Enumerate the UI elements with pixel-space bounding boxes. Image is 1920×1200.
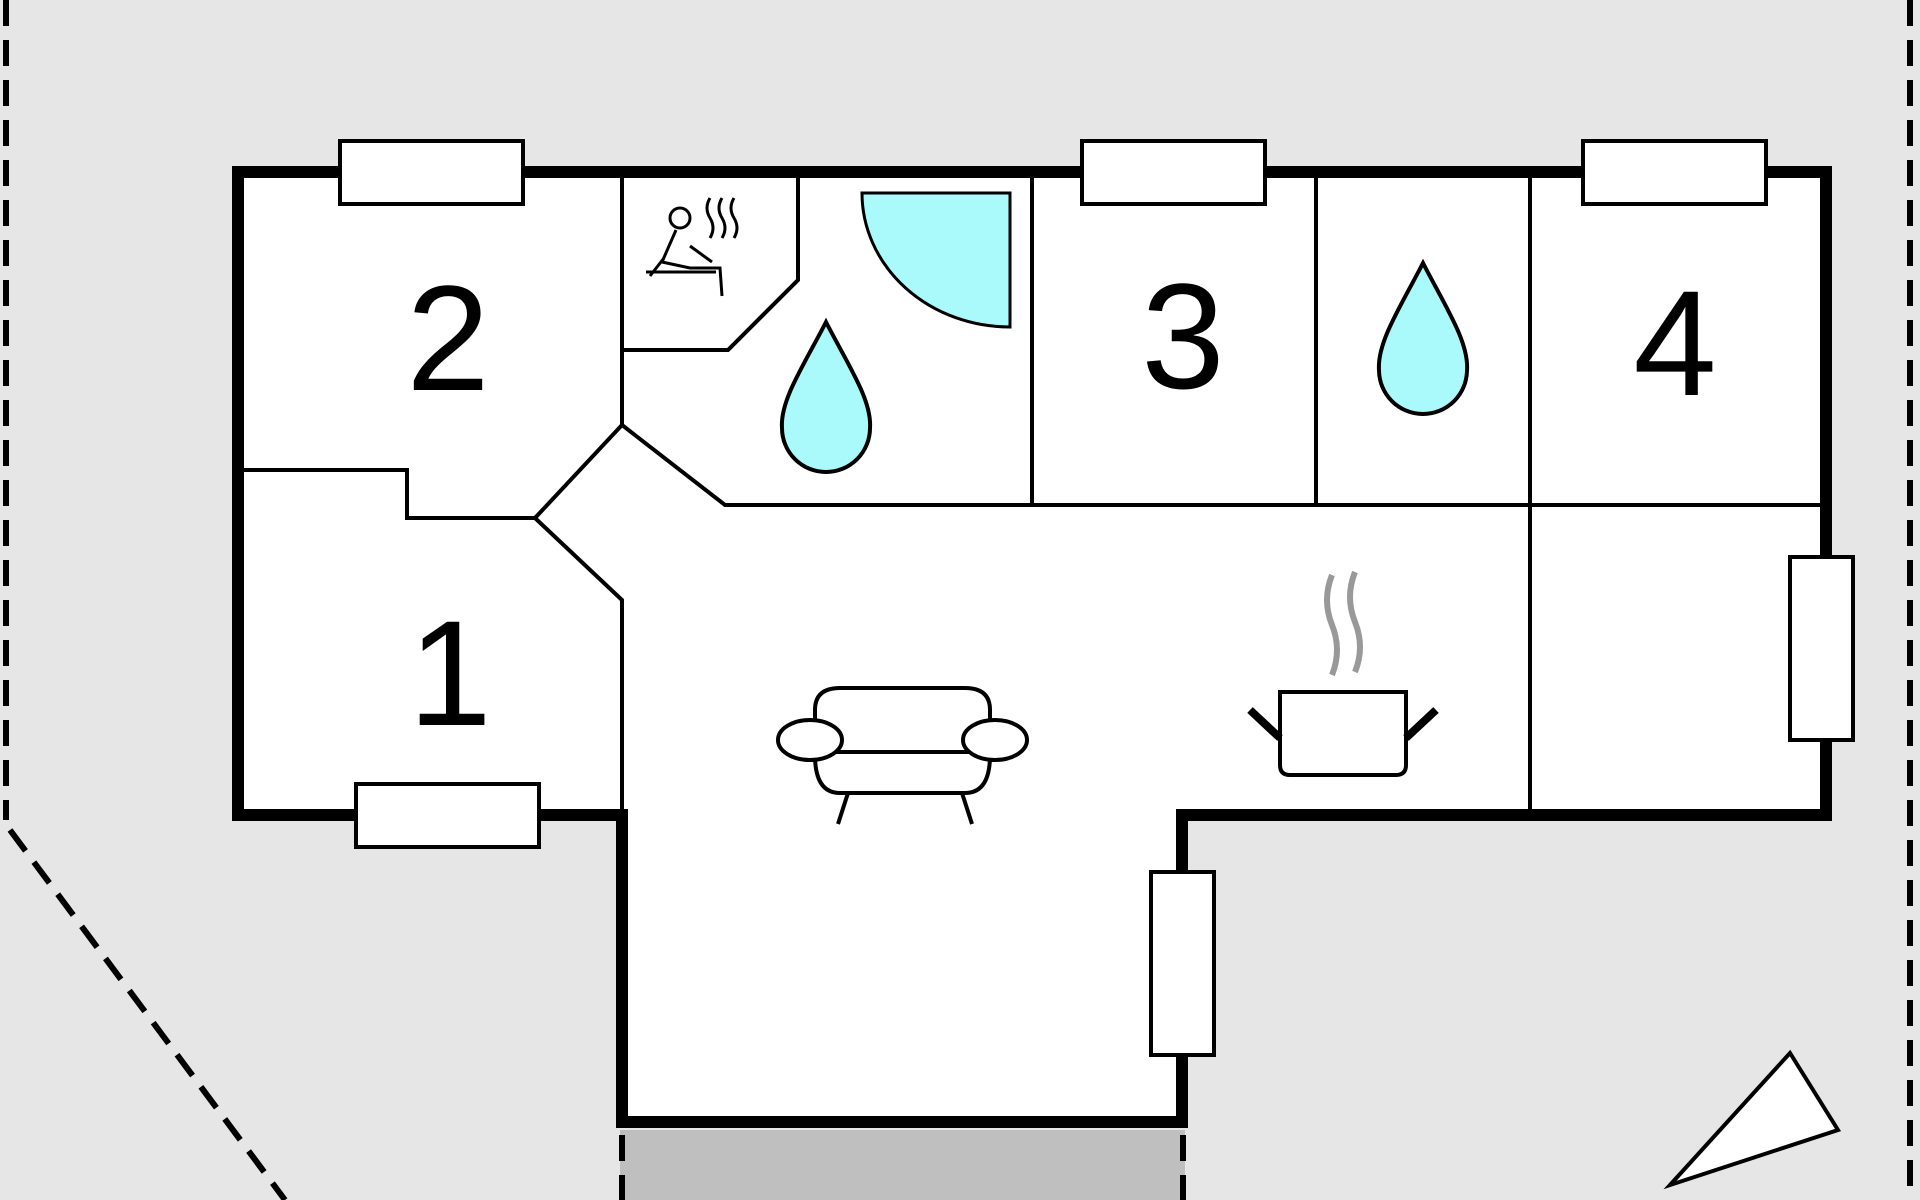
room-label-2: 2 bbox=[406, 254, 489, 422]
window bbox=[1581, 139, 1768, 206]
north-arrow-icon bbox=[1663, 1049, 1842, 1190]
window bbox=[1149, 870, 1216, 1057]
window bbox=[354, 782, 541, 849]
shower-icon bbox=[860, 191, 1012, 329]
terrace bbox=[620, 1130, 1185, 1200]
cooking-pot-icon bbox=[1247, 570, 1439, 777]
room-label-4: 4 bbox=[1633, 259, 1716, 427]
water-drop-icon bbox=[779, 317, 873, 474]
window bbox=[1080, 139, 1267, 206]
water-drop-icon bbox=[1376, 258, 1470, 416]
windows bbox=[338, 139, 1855, 1057]
property-line bbox=[3, 0, 1913, 1200]
window bbox=[1788, 555, 1855, 742]
room-label-1: 1 bbox=[408, 589, 491, 757]
interior-walls bbox=[236, 170, 1828, 817]
window bbox=[338, 139, 525, 206]
sofa-icon bbox=[776, 686, 1029, 825]
room-label-3: 3 bbox=[1141, 252, 1224, 420]
sauna-icon bbox=[646, 197, 739, 297]
